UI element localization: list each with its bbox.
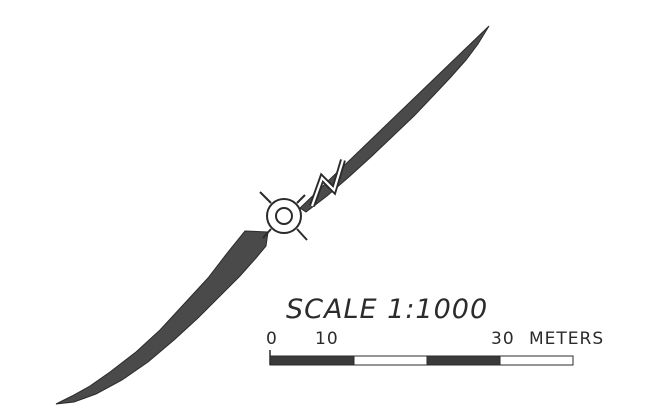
scale-tick-label-30: 30 [491, 329, 515, 349]
north-letter-n-inner [310, 159, 345, 207]
scale-bar-segment-3 [426, 355, 501, 366]
scale-bar-segment-4 [499, 355, 574, 366]
scale-bar [269, 350, 574, 366]
scale-unit-label: METERS [529, 329, 604, 349]
north-arrow-upper-blade [299, 25, 490, 213]
compass-tick-se [296, 228, 308, 241]
scale-tick-label-10: 10 [315, 329, 339, 349]
scale-bar-segment-1 [269, 355, 355, 366]
compass-tick-sw [262, 228, 272, 239]
compass-tick-nw [259, 191, 272, 204]
scale-tick-label-0: 0 [266, 329, 278, 349]
north-arrow [55, 25, 490, 405]
scale-bar-segment-2 [353, 355, 428, 366]
scale-title: SCALE 1:1000 [286, 294, 488, 325]
compass-tick-ne [296, 194, 306, 204]
compass-inner-ring [275, 207, 293, 225]
north-arrow-lower-blade [55, 230, 269, 405]
